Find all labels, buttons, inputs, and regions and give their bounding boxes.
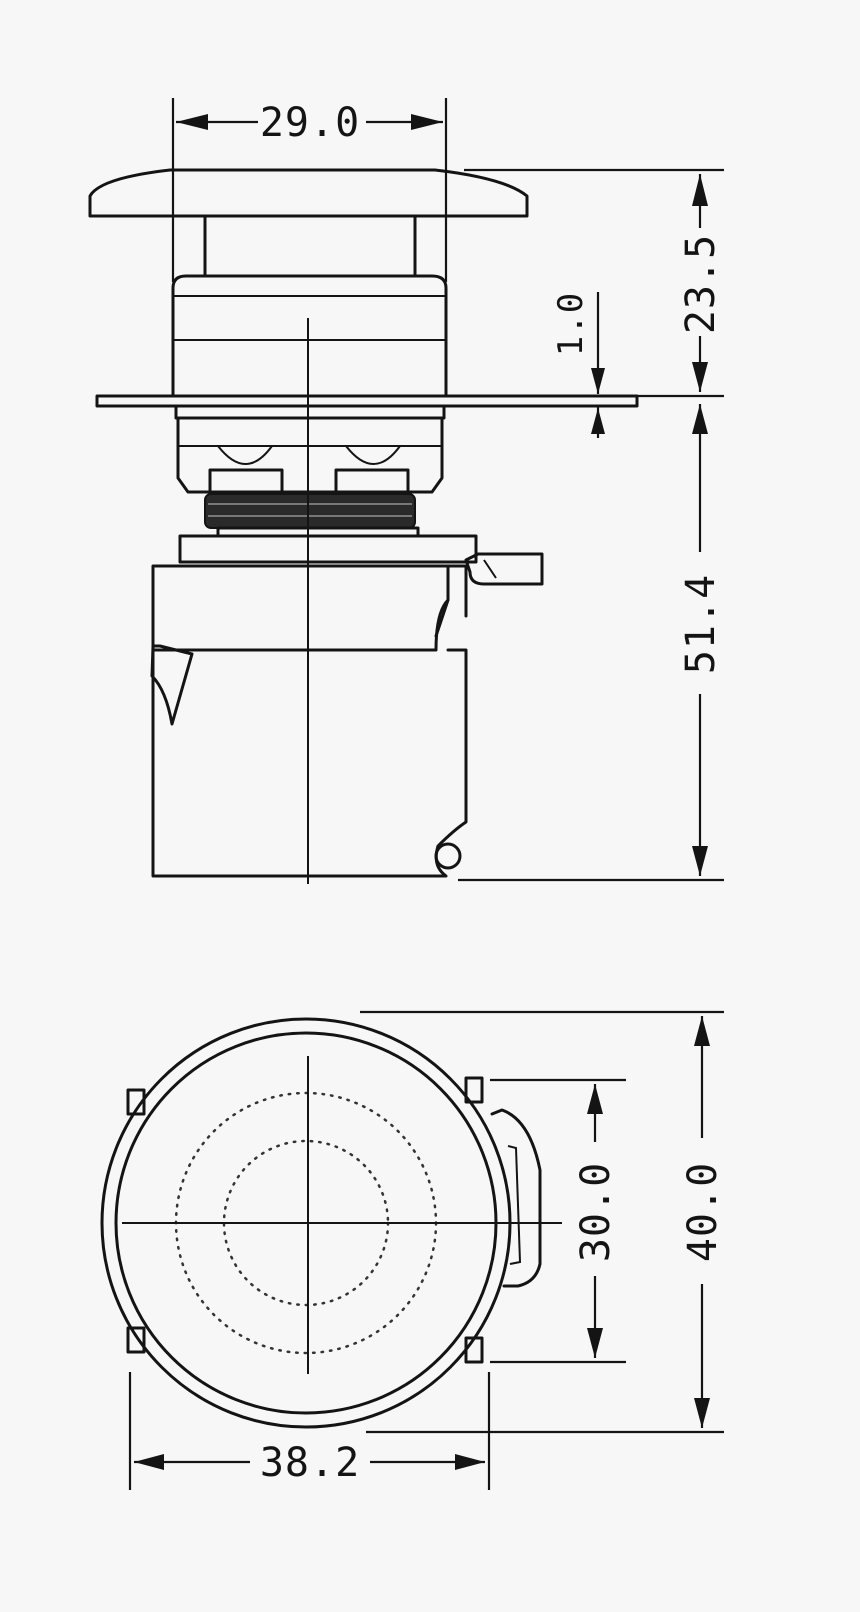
terminal-lug: [490, 1108, 542, 1288]
button-stem: [203, 214, 417, 278]
dimension-29: 29.0: [171, 98, 448, 282]
top-view: [100, 1017, 562, 1429]
contact-block-top: [178, 534, 478, 564]
dimension-30: 30.0: [490, 1078, 626, 1364]
mounting-nut: [174, 404, 446, 420]
button-cap: [88, 168, 529, 218]
contact-block: [151, 564, 450, 652]
mounting-tab: [126, 1326, 146, 1354]
nut-body: [176, 416, 444, 494]
mounting-tab: [464, 1336, 484, 1364]
mounting-tab: [126, 1088, 146, 1116]
terminal-tab: [464, 552, 544, 586]
dimension-label-40: 40.0: [680, 1162, 726, 1262]
dimension-label-1-0: 1.0: [551, 292, 591, 356]
dimension-51-4: 51.4: [458, 404, 724, 882]
latch: [150, 644, 194, 726]
thread: [204, 493, 416, 529]
dimension-40: 40.0: [360, 1010, 726, 1434]
dimension-label-29: 29.0: [260, 100, 360, 146]
dimension-label-51-4: 51.4: [678, 574, 724, 674]
dimension-label-38-2: 38.2: [260, 1440, 360, 1486]
screw-head: [434, 842, 462, 870]
collar: [171, 274, 448, 398]
side-view: [88, 168, 639, 884]
dimension-label-30: 30.0: [573, 1162, 619, 1262]
dimension-38-2: 38.2: [128, 1372, 491, 1490]
dimension-23-5: 23.5: [464, 168, 724, 398]
dimension-1-0: 1.0: [551, 292, 605, 438]
dimension-label-23-5: 23.5: [678, 234, 724, 334]
mounting-tab: [464, 1076, 484, 1104]
